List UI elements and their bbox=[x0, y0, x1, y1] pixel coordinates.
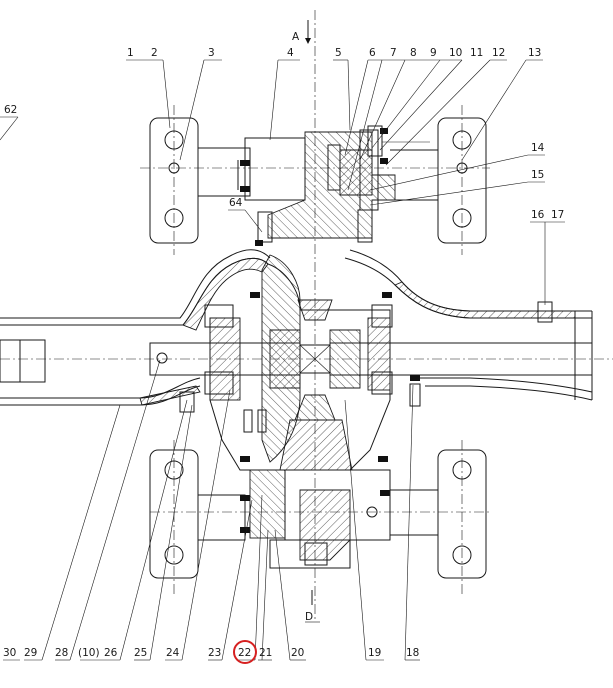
part-label-5: 5 bbox=[335, 47, 342, 59]
part-label-30: 30 bbox=[3, 647, 16, 659]
part-label-8: 8 bbox=[410, 47, 417, 59]
part-label-18: 18 bbox=[406, 647, 419, 659]
part-label-20: 20 bbox=[291, 647, 304, 659]
view-label-a: A bbox=[292, 31, 300, 43]
part-label-64: 64 bbox=[229, 197, 243, 209]
part-label-1: 1 bbox=[127, 47, 134, 59]
leader-lines bbox=[0, 59, 565, 661]
part-label-26: 26 bbox=[104, 647, 118, 659]
part-label-15: 15 bbox=[531, 169, 544, 181]
part-labels: A D 1 2 3 4 5 6 7 8 9 10 11 12 13 14 15 … bbox=[3, 31, 564, 664]
part-label-6: 6 bbox=[369, 47, 376, 59]
part-label-12: 12 bbox=[492, 47, 505, 59]
axle-housing bbox=[0, 249, 593, 406]
part-label-23: 23 bbox=[208, 647, 221, 659]
part-label-7: 7 bbox=[390, 47, 397, 59]
part-label-22: 22 bbox=[238, 647, 251, 659]
part-label-62: 62 bbox=[4, 104, 17, 116]
part-label-24: 24 bbox=[166, 647, 180, 659]
lower-mount bbox=[140, 20, 490, 605]
part-label-10: 10 bbox=[449, 47, 462, 59]
part-label-28: 28 bbox=[55, 647, 68, 659]
part-label-16: 16 bbox=[531, 209, 545, 221]
part-label-25: 25 bbox=[134, 647, 147, 659]
part-label-21: 21 bbox=[259, 647, 272, 659]
part-label-13: 13 bbox=[528, 47, 541, 59]
part-label-10b: (10) bbox=[78, 647, 100, 659]
upper-mount bbox=[149, 117, 487, 246]
part-label-9: 9 bbox=[430, 47, 437, 59]
view-label-d: D bbox=[305, 611, 313, 623]
part-label-19: 19 bbox=[368, 647, 381, 659]
part-label-11: 11 bbox=[470, 47, 483, 59]
part-label-3: 3 bbox=[208, 47, 215, 59]
part-label-4: 4 bbox=[287, 47, 294, 59]
part-label-2: 2 bbox=[151, 47, 158, 59]
part-label-17: 17 bbox=[551, 209, 564, 221]
part-label-14: 14 bbox=[531, 142, 545, 154]
highlight-circle bbox=[233, 640, 257, 664]
part-label-29: 29 bbox=[24, 647, 37, 659]
differential bbox=[0, 10, 613, 620]
